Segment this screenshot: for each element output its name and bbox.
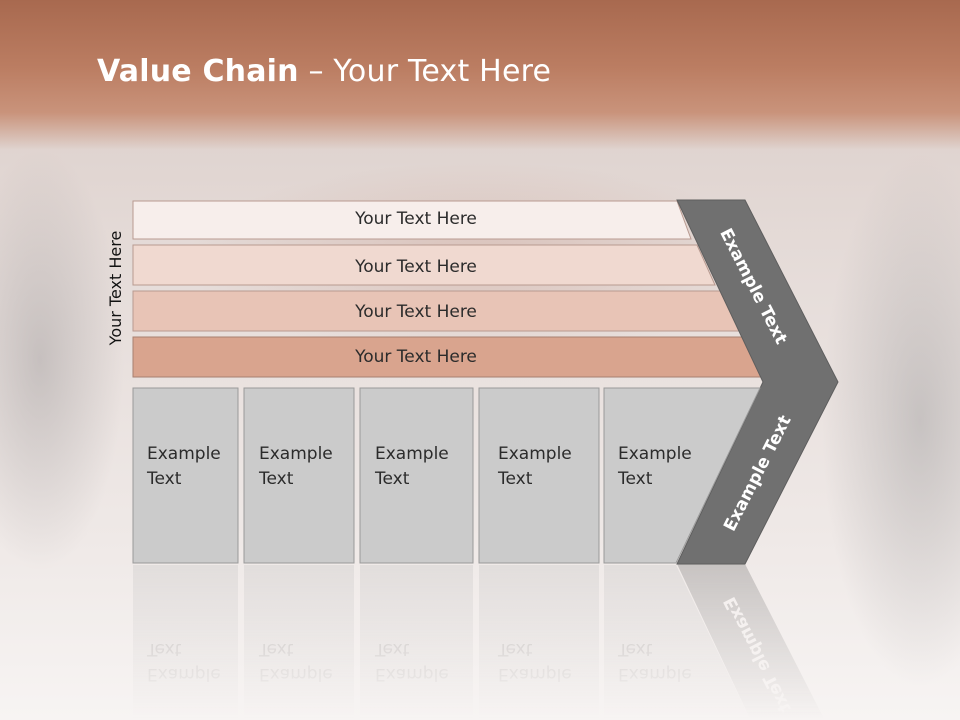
reflection-box-4-line2: Text <box>497 639 533 659</box>
activity-box-1-line2: Text <box>146 469 182 489</box>
reflection-box-4-line1: Example <box>498 664 572 684</box>
activity-box-4-line1: Example <box>498 444 572 464</box>
primary-activities: Example Text Example Text Example Text E… <box>132 387 761 564</box>
title-bold: Value Chain <box>97 54 299 89</box>
reflection-box-5-line1: Example <box>618 664 692 684</box>
support-bar-2-label: Your Text Here <box>354 257 477 277</box>
reflection-box-3 <box>360 565 473 720</box>
support-bar-4-label: Your Text Here <box>354 347 477 367</box>
reflection-box-1-line1: Example <box>147 664 221 684</box>
slide-title: Value Chain – Your Text Here <box>97 54 551 89</box>
reflection-box-2-line1: Example <box>259 664 333 684</box>
support-bar-2 <box>132 244 716 286</box>
reflection-box-1-line2: Text <box>146 639 182 659</box>
reflection-box-2 <box>244 565 354 720</box>
activity-box-5-line2: Text <box>617 469 653 489</box>
support-bar-1-label: Your Text Here <box>354 209 477 229</box>
support-bar-3-label: Your Text Here <box>354 302 477 322</box>
reflection-box-3-line1: Example <box>375 664 449 684</box>
reflection-box-5-line2: Text <box>617 639 653 659</box>
activity-box-2-line2: Text <box>258 469 294 489</box>
title-banner <box>0 0 960 150</box>
activity-box-5 <box>603 387 761 564</box>
side-label: Your Text Here <box>106 231 125 347</box>
activity-box-2-line1: Example <box>259 444 333 464</box>
reflection-box-5 <box>604 565 751 720</box>
support-bar-1 <box>132 200 692 240</box>
activity-box-5-line1: Example <box>618 444 692 464</box>
reflection-box-3-line2: Text <box>374 639 410 659</box>
activity-box-3-line2: Text <box>374 469 410 489</box>
chevron-shape <box>676 199 839 565</box>
activity-box-3-line1: Example <box>375 444 449 464</box>
support-activities: Your Text Here Your Text Here Your Text … <box>132 200 764 378</box>
activity-box-4-line2: Text <box>497 469 533 489</box>
activity-box-1 <box>132 387 239 564</box>
activity-box-1-line1: Example <box>147 444 221 464</box>
reflection-chevron <box>677 564 825 720</box>
activity-box-2 <box>243 387 355 564</box>
diagram-reflection: Example Text Example Text Example Text E… <box>133 564 825 720</box>
reflection-box-4 <box>479 565 599 720</box>
reflection-box-1 <box>133 565 238 720</box>
activity-box-3 <box>359 387 474 564</box>
title-rest: – Your Text Here <box>298 54 552 89</box>
activity-box-4 <box>478 387 600 564</box>
reflection-box-2-line2: Text <box>258 639 294 659</box>
